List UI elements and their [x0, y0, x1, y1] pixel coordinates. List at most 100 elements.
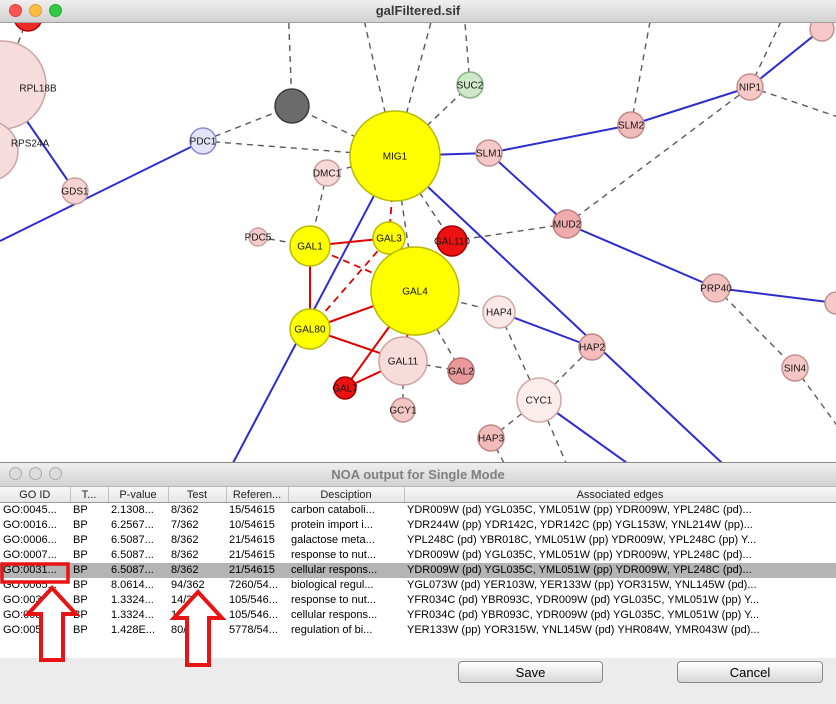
table-cell: 14/362 [171, 609, 205, 621]
table-cell: 5778/54... [229, 624, 278, 636]
button-bar: Save Cancel [0, 658, 836, 704]
network-node-SLM1[interactable] [475, 139, 503, 167]
network-node-corner-red[interactable] [14, 23, 42, 32]
table-cell: response to nut... [291, 549, 376, 561]
network-edge-offscreen-PDC1[interactable] [0, 140, 204, 242]
noa-window-titlebar[interactable]: NOA output for Single Mode [0, 463, 836, 487]
network-node-GAL1[interactable] [289, 225, 331, 267]
network-node-NIP1[interactable] [736, 73, 764, 101]
network-edge-MUD2-NIP1[interactable] [566, 86, 751, 225]
table-cell: galactose meta... [291, 534, 375, 546]
network-edge-gray-hub-MIG1[interactable] [291, 105, 396, 157]
table-cell: 6.5087... [111, 549, 154, 561]
network-edge-MUD2-PRP40[interactable] [566, 223, 717, 289]
network-edge-MIG1-offscreen[interactable] [394, 155, 723, 462]
network-node-gray-hub[interactable] [274, 88, 310, 124]
column-header-2[interactable]: T... [70, 487, 109, 503]
network-edge-SLM1-MUD2[interactable] [488, 152, 568, 225]
zoom-button[interactable] [49, 4, 62, 17]
network-node-label-SLM2: SLM2 [618, 121, 645, 132]
network-node-GAL4[interactable] [370, 246, 460, 336]
network-edge-NIP1-offscreen[interactable] [749, 23, 786, 88]
network-node-PDC1[interactable] [189, 127, 217, 155]
close-button[interactable] [9, 4, 22, 17]
table-cell: 7260/54... [229, 579, 278, 591]
network-node-RPS24A[interactable] [0, 121, 19, 181]
column-header-1[interactable]: GO ID [0, 487, 71, 503]
network-node-MUD2[interactable] [552, 209, 582, 239]
network-node-MIG1[interactable] [349, 110, 441, 202]
table-cell: 1.428E... [111, 624, 156, 636]
save-button[interactable]: Save [458, 661, 603, 683]
network-node-SUC2[interactable] [456, 71, 484, 99]
network-node-HAP3[interactable] [477, 424, 505, 452]
network-node-GAL110[interactable] [436, 225, 468, 257]
network-node-GAL2[interactable] [447, 357, 475, 385]
network-node-corner-tr[interactable] [809, 23, 835, 42]
table-cell: GO:0050... [3, 624, 57, 636]
table-cell: 8/362 [168, 563, 226, 578]
column-header-7[interactable]: Associated edges [404, 487, 836, 503]
network-edge-SLM1-SLM2[interactable] [488, 124, 632, 154]
minimize-button[interactable] [29, 467, 42, 480]
network-node-PRP40[interactable] [701, 273, 731, 303]
network-node-label-GAL110: GAL110 [434, 237, 470, 248]
network-edge-MUD2-GAL110[interactable] [451, 223, 568, 242]
network-window-titlebar[interactable]: galFiltered.sif [0, 0, 836, 23]
network-node-HAP2[interactable] [578, 333, 606, 361]
network-node-CYC1[interactable] [516, 377, 562, 423]
network-node-label-SUC2: SUC2 [457, 81, 484, 92]
network-node-GCY1[interactable] [390, 397, 416, 423]
column-header-6[interactable]: Desciption [288, 487, 405, 503]
network-node-GDS1[interactable] [61, 177, 89, 205]
network-node-edge-right[interactable] [824, 291, 836, 315]
table-cell: biological regul... [291, 579, 374, 591]
table-cell: 15/54615 [229, 504, 275, 516]
network-edge-PRP40-SIN4[interactable] [715, 287, 796, 369]
network-node-GAL3[interactable] [372, 221, 406, 255]
network-node-GAL80[interactable] [289, 308, 331, 350]
network-node-PDC5[interactable] [248, 227, 268, 247]
network-edge-GAL80-GAL3[interactable] [309, 237, 390, 330]
network-node-SLM2[interactable] [617, 111, 645, 139]
network-edge-PDC5-GAL1[interactable] [257, 236, 311, 247]
network-node-SIN4[interactable] [781, 354, 809, 382]
table-cell: carbon cataboli... [291, 504, 375, 516]
table-cell: GO:0016... [3, 519, 57, 531]
table-cell: BP [70, 563, 108, 578]
network-node-HAP4[interactable] [482, 295, 516, 329]
column-header-5[interactable]: Referen... [226, 487, 289, 503]
close-button[interactable] [9, 467, 22, 480]
network-edge-SLM2-offscreen[interactable] [630, 23, 652, 126]
column-header-4[interactable]: Test [168, 487, 227, 503]
minimize-button[interactable] [29, 4, 42, 17]
zoom-button[interactable] [49, 467, 62, 480]
cancel-button[interactable]: Cancel [677, 661, 823, 683]
column-header-3[interactable]: P-value [108, 487, 169, 503]
network-node-label-NIP1: NIP1 [739, 83, 762, 94]
network-node-GAL11[interactable] [378, 336, 428, 386]
table-cell: YDR009W (pd) YGL035C, YML051W (pp) YDR00… [404, 563, 836, 578]
network-node-GAL7[interactable] [333, 376, 357, 400]
network-edge-SLM2-NIP1[interactable] [630, 86, 751, 126]
network-node-DMC1[interactable] [313, 159, 341, 187]
network-edge-NIP1-offscreen[interactable] [749, 86, 836, 119]
network-edge-PRP40-edge-right[interactable] [715, 287, 836, 304]
network-edge-NIP1-corner-tr[interactable] [749, 28, 823, 88]
network-node-label-CYC1: CYC1 [526, 396, 553, 407]
table-cell: BP [73, 609, 88, 621]
